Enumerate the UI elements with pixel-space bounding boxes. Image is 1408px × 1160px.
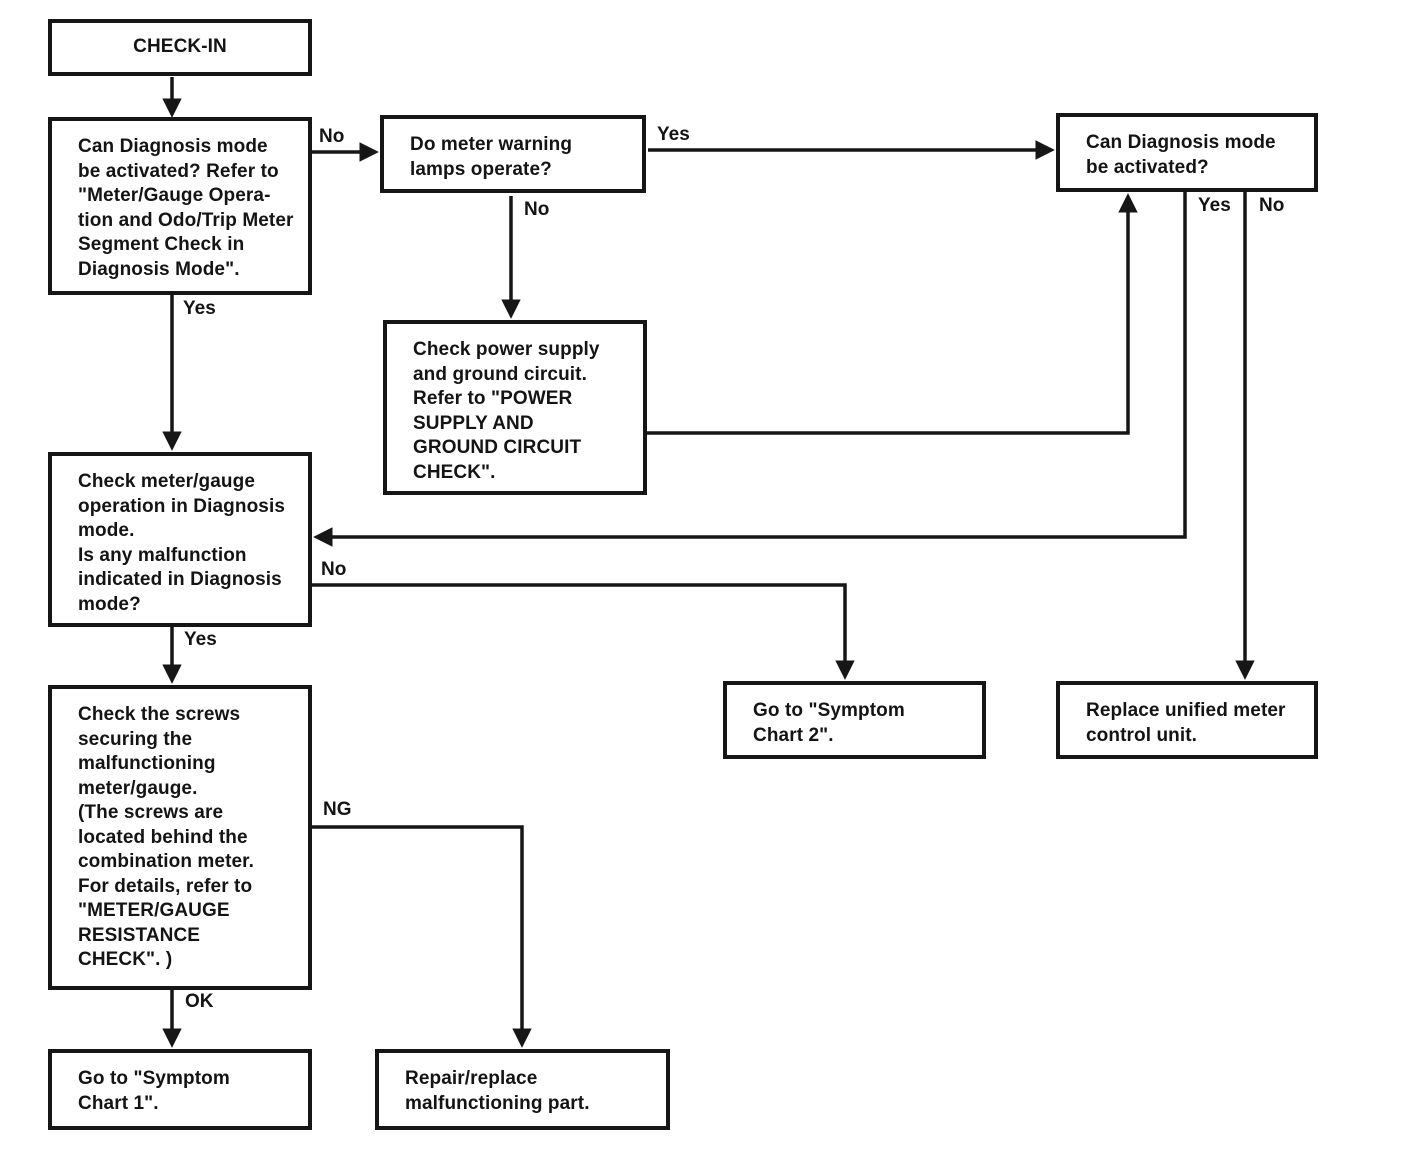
node-check-power-supply: Check power supply and ground circuit. R… <box>383 320 647 495</box>
edge-label-lamps-yes: Yes <box>655 124 692 146</box>
node-can-diagnosis-mode-1: Can Diagnosis mode be activated? Refer t… <box>48 117 312 295</box>
edge-label-diag1-yes: Yes <box>181 298 218 320</box>
arrow-diag2-yes-to-meter <box>313 192 1187 547</box>
edge-label-diag2-no: No <box>1257 195 1287 217</box>
node-meter-gauge-check: Check meter/gauge operation in Diagnosis… <box>48 452 312 627</box>
node-replace-unified-meter: Replace unified meter control unit. <box>1056 681 1318 759</box>
node-check-in: CHECK-IN <box>48 19 312 76</box>
edge-label-diag2-yes: Yes <box>1196 195 1233 217</box>
edge-label-meter-yes: Yes <box>182 629 219 651</box>
node-repair-replace-part: Repair/replace malfunctioning part. <box>375 1049 670 1130</box>
edge-label-screws-ok: OK <box>183 991 216 1013</box>
node-symptom-chart-1: Go to "Symptom Chart 1". <box>48 1049 312 1130</box>
arrow-meter-no-to-symptom2 <box>312 583 855 680</box>
edge-label-screws-ng: NG <box>321 799 354 821</box>
arrow-screws-ng-to-repair <box>312 825 532 1048</box>
arrow-power-to-diag2 <box>647 193 1138 435</box>
node-can-diagnosis-mode-2: Can Diagnosis mode be activated? <box>1056 113 1318 192</box>
edge-label-diag1-no: No <box>317 126 347 148</box>
edge-label-meter-no: No <box>319 559 349 581</box>
node-meter-warning-lamps: Do meter warning lamps operate? <box>380 115 646 193</box>
node-check-screws: Check the screws securing the malfunctio… <box>48 685 312 990</box>
node-symptom-chart-2: Go to "Symptom Chart 2". <box>723 681 986 759</box>
edge-label-lamps-no: No <box>522 199 552 221</box>
